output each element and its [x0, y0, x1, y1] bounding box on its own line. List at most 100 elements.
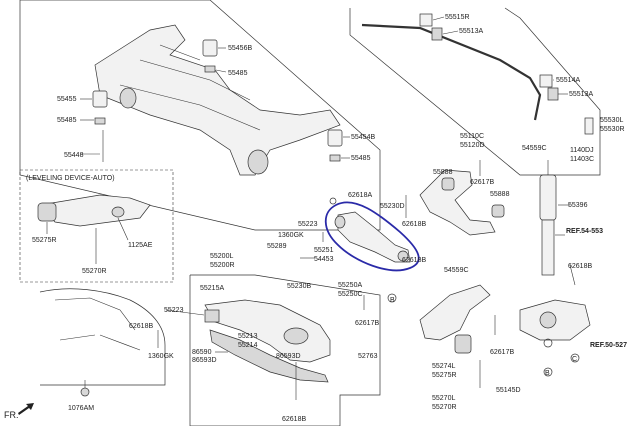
- toe-arm-bushing-outer: [397, 250, 409, 262]
- label-86593d-b: 86593D: [276, 353, 301, 360]
- bushing-55455: [92, 90, 108, 108]
- label-55485-c: 55485: [351, 155, 371, 162]
- bushing-55513a: [547, 87, 559, 101]
- label-55454b: 55454B: [351, 134, 375, 141]
- vehicle-details: [54, 297, 141, 351]
- label-54559c-top: 54559C: [522, 145, 547, 152]
- front-arrow-icon: [18, 403, 34, 415]
- label-62617b-b: 62617B: [355, 320, 379, 327]
- label-55513a-top: 55513A: [459, 28, 483, 35]
- crossmember-group: [19, 0, 381, 231]
- bushing-55454b: [327, 129, 343, 147]
- label-55270l: 55270L: [432, 395, 455, 402]
- leveling-arm-55270r: [39, 194, 151, 227]
- label-55213: 55213: [238, 333, 258, 340]
- label-55275r-b: 55275R: [432, 372, 457, 379]
- label-55485-b: 55485: [57, 117, 77, 124]
- label-55250c: 55250C: [338, 291, 363, 298]
- label-62618b-b: 62618B: [402, 257, 426, 264]
- seat-55213-55214: [209, 329, 329, 383]
- toe-arm-group: [300, 197, 420, 310]
- label-55200r: 55200R: [210, 262, 235, 269]
- bushing-55223-b: [204, 309, 220, 323]
- label-52763: 52763: [358, 353, 378, 360]
- label-62618b-e: 62618B: [282, 416, 306, 423]
- label-1076am: 1076AM: [68, 405, 94, 412]
- label-62618b-d: 62618B: [568, 263, 592, 270]
- label-b-b: B: [545, 370, 550, 377]
- label-55514a: 55514A: [556, 77, 580, 84]
- label-54453: 54453: [314, 256, 334, 263]
- highlight-circle: [324, 201, 420, 272]
- crossmember-ribs: [119, 44, 261, 131]
- label-1360gk-b: 1360GK: [148, 353, 174, 360]
- bushing-55275r: [37, 202, 57, 222]
- washer-55485-b: [94, 117, 106, 125]
- leveling-device-group: [19, 169, 174, 283]
- label-55485-a: 55485: [228, 70, 248, 77]
- lower-arm-55215a: [204, 299, 331, 363]
- bushing-55888-b: [491, 204, 505, 218]
- label-55456b: 55456B: [228, 45, 252, 52]
- bushing-55274l: [454, 334, 472, 354]
- connector-lower: [543, 367, 553, 377]
- washer-55485-a: [204, 65, 216, 73]
- shock-spring-seat: [539, 174, 557, 221]
- connector-b: [387, 293, 397, 303]
- washer-55485-c: [329, 154, 341, 162]
- label-55230b: 55230B: [287, 283, 311, 290]
- label-b-a: B: [390, 297, 395, 304]
- plug-1076am: [80, 387, 90, 397]
- crossmember-mount-left: [119, 87, 137, 109]
- bolt-1125ae: [111, 206, 125, 218]
- connector-upper: [543, 338, 553, 348]
- label-55455: 55455: [57, 96, 77, 103]
- shock-body-55396: [541, 219, 555, 276]
- stabilizer-bar: [361, 23, 542, 121]
- bushing-55456b: [202, 39, 218, 57]
- label-55200l: 55200L: [210, 253, 233, 260]
- bushing-55888-a: [441, 177, 455, 191]
- label-1360gk-a: 1360GK: [278, 232, 304, 239]
- label-55396: 55396: [568, 202, 588, 209]
- lower-arm-frame: [189, 274, 381, 426]
- label-leveling-device: (LEVELING DEVICE-AUTO): [26, 175, 115, 182]
- crossmember-body: [94, 24, 341, 176]
- label-55223-b: 55223: [164, 307, 184, 314]
- label-62617b-a: 62617B: [470, 179, 494, 186]
- connector-c: [570, 353, 580, 363]
- label-62617b-c: 62617B: [490, 349, 514, 356]
- label-55513a: 55513A: [569, 91, 593, 98]
- label-55110c: 55110C: [460, 133, 484, 140]
- label-55448: 55448: [64, 152, 84, 159]
- crossmember-mount-right: [247, 149, 269, 175]
- vehicle-locator-group: [39, 288, 166, 397]
- label-55120d: 55120D: [460, 142, 485, 149]
- label-55530l: 55530L: [600, 117, 623, 124]
- label-54559c: 54559C: [444, 267, 469, 274]
- spring-seat: [283, 327, 309, 345]
- knuckle-hub: [539, 311, 557, 329]
- label-55888-a: 55888: [433, 169, 453, 176]
- label-62618b-a: 62618B: [402, 221, 426, 228]
- front-arrow: [18, 403, 34, 415]
- label-55515r: 55515R: [445, 14, 470, 21]
- knuckle-group: [419, 264, 591, 388]
- lower-arm-group: [157, 274, 381, 426]
- label-55270r-a: 55270R: [82, 268, 107, 275]
- label-55250a: 55250A: [338, 282, 362, 289]
- label-55275r-a: 55275R: [32, 237, 57, 244]
- label-55215a: 55215A: [200, 285, 224, 292]
- label-86593d: 86593D: [192, 357, 217, 364]
- label-55223-a: 55223: [298, 221, 318, 228]
- stabilizer-group: [349, 7, 601, 176]
- label-ref-50-527: REF.50-527: [590, 342, 627, 349]
- label-55214: 55214: [238, 342, 258, 349]
- control-arm-55270l: [419, 284, 491, 341]
- label-c: C: [572, 356, 577, 363]
- label-ref-54-553: REF.54-553: [566, 228, 603, 235]
- label-55145d: 55145D: [496, 387, 521, 394]
- label-11403c: 11403C: [570, 156, 594, 163]
